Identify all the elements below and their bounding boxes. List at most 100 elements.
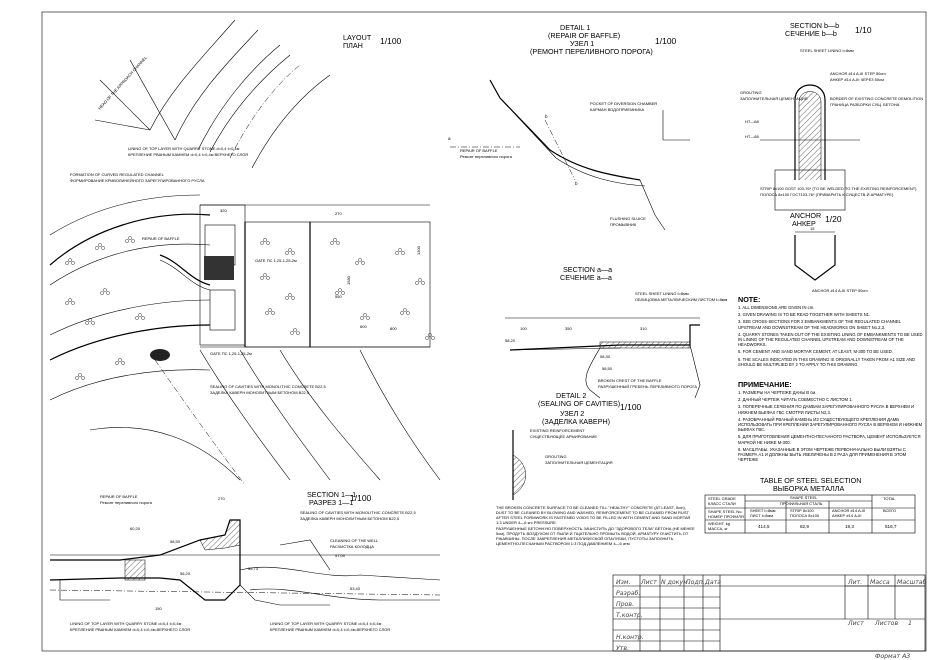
broken-text-en: THE BROKEN CONCRETE SURFACE TO BE CLEANE… <box>496 505 691 525</box>
detail1-scale: 1/100 <box>655 36 677 46</box>
dim-270: 270 <box>335 211 342 216</box>
d2-grouting-en: GROUTING <box>545 454 567 459</box>
note-ru-6: 6. МАСШТАБЫ, УКАЗАННЫЕ В ЭТОМ ЧЕРТЕЖЕ ПЕ… <box>738 446 907 463</box>
tb-prov: Пров. <box>616 601 634 608</box>
steel-title-ru: ВЫБОРКА МЕТАЛЛА <box>773 484 844 493</box>
sectaa-title-ru: СЕЧЕНИЕ a—a <box>560 273 612 282</box>
s11-lining2-ru: КРЕПЛЕНИЕ РВАНЫМ КАМНЕМ d=0,4 t=0,4м ВЕР… <box>270 627 390 632</box>
tb-h-doc: N докум. <box>661 579 690 586</box>
d2-existing-en: EXISTING REINFORCEMENT <box>530 428 585 433</box>
th-total-ru: ВСЕГО <box>883 508 896 513</box>
steel-table: TABLE OF STEEL SELECTION ВЫБОРКА МЕТАЛЛА… <box>704 476 916 534</box>
sect11-scale: 1/100 <box>350 493 372 503</box>
s11-lvl-5340: 53,40 <box>350 586 361 591</box>
bb-anchor-ru: АНКЕР #14 A-III ЧЕРЕЗ 50см <box>830 77 884 82</box>
formation-ru: ФОРМИРОВАНИЕ КРИВОЛИНЕЙНОГО ЗАРЕГУЛИРОВА… <box>70 178 205 183</box>
title-block: Изм. Разраб. Пров. Т.контр. Н.контр. Утв… <box>612 574 927 660</box>
s11-sealing-ru: ЗАДЕЛКА КАВЕРН МОНОЛИТНЫМ БЕТОНОМ В22,5 <box>300 516 400 521</box>
col-sheet-ru: ЛИСТ t=8мм <box>750 513 773 518</box>
s11-cleaning-ru: РАСЧИСТКА КОЛОДЦА <box>330 544 374 549</box>
s11-lvl-5700: 57,00 <box>335 553 346 558</box>
cut-b-bottom: b <box>575 181 578 186</box>
sealing-plan-en: SEALING OF CAVITIES WITH MONOLITHIC CONC… <box>210 384 326 389</box>
sect11-title-en: SECTION 1—1 <box>307 490 356 499</box>
section-11: SECTION 1—1 РАЗРЕЗ 1—1 1/100 REPAIR OF B… <box>49 490 441 632</box>
sectbb-title-en: SECTION b—b <box>790 21 839 30</box>
tb-format: Формат А3 <box>875 653 910 660</box>
aa-steel-ru: ОБЛИЦОВКА МЕТАЛЛИЧЕСКИМ ЛИСТОМ t=8мм <box>635 297 728 302</box>
val-total: 516,7 <box>885 524 897 529</box>
s11-lining2-en: LINING OF TOP LAYER WITH QUARRY STONE d=… <box>270 621 382 626</box>
aa-dim-350: 350 <box>565 326 572 331</box>
tb-tkontr: Т.контр. <box>616 612 643 619</box>
bb-strip-ru: ПОЛОСА 8x100 ГОСТ103-76* (ПРИВАРИТЬ К СУ… <box>760 192 894 197</box>
d2-grouting-ru: ЗАПОЛНИТЕЛЬНАЯ ЦЕМЕНТАЦИЯ <box>545 460 613 465</box>
note-en-4: 4. QUARRY STONES TAKEN OUT OF THE EXISTI… <box>738 331 923 348</box>
detail1-title-en: DETAIL 1 <box>560 23 590 32</box>
s11-cleaning-en: CLEANING OF THE WELL <box>330 538 379 543</box>
detail1-subtitle-ru: (РЕМОНТ ПЕРЕЛИВНОГО ПОРОГА) <box>530 47 653 56</box>
th-shape: SHAPE STEEL <box>790 495 818 500</box>
d2-existing-ru: СУЩЕСТВУЮЩЕЕ АРМИРОВАНИЕ <box>530 434 597 439</box>
tb-h-list: Лист <box>640 579 657 586</box>
notes-en-heading: NOTE: <box>738 295 760 304</box>
sectbb-title-ru: СЕЧЕНИЕ b—b <box>785 29 837 38</box>
note-ru-5: 5. ДЛЯ ПРИГОТОВЛЕНИЯ ЦЕМЕНТНО-ПЕСЧАНОГО … <box>738 434 921 445</box>
note-ru-4: 4. РАЗОБРАННЫЙ РВАНЫЙ КАМЕНЬ ИЗ СУЩЕСТВУ… <box>738 416 923 433</box>
s11-lining-en: LINING OF TOP LAYER WITH QUARRY STONE d=… <box>70 621 182 626</box>
aa-lvl-5850: 58,50 <box>602 366 613 371</box>
detail2-scale: 1/100 <box>620 402 642 412</box>
sectbb-scale: 1/10 <box>855 25 872 35</box>
lining-ru: КРЕПЛЕНИЕ РВАНЫМ КАМНЕМ d=0,4 t=0,4м ВЕР… <box>128 152 248 157</box>
val-sheet: 414,5 <box>758 524 770 529</box>
note-en-1: 1. ALL DIMENSIONS ARE GIVEN IN cm. <box>738 305 815 310</box>
detail2-subtitle-ru: (ЗАДЕЛКА КАВЕРН) <box>542 417 610 426</box>
bb-anchor: ANCHOR #14 A-III STEP 50cm <box>830 71 886 76</box>
s11-lvl-5850: 58,50 <box>170 539 181 544</box>
dim-320: 320 <box>220 208 227 213</box>
formation-en: FORMATION OF CURVED REGULATED CHANNEL <box>70 172 165 177</box>
bb-steel-en: STEEL SHEET LINING t=8мм <box>800 48 854 53</box>
s11-lvl-5573: 55,73 <box>248 566 259 571</box>
tb-izm: Изм. <box>616 579 631 586</box>
col-sheet: SHEET t=8мм <box>750 508 776 513</box>
s11-dim-270: 270 <box>218 496 225 501</box>
dim-1300: 1300 <box>416 245 421 255</box>
steel-title-en: TABLE OF STEEL SELECTION <box>760 476 861 485</box>
tb-h-podp: Подп. <box>686 579 705 586</box>
tb-lit: Лит. <box>847 579 862 586</box>
tb-massa: Масса <box>870 579 890 586</box>
tb-nkontr: Н.контр. <box>616 634 644 641</box>
notes-en: NOTE: <box>738 295 760 304</box>
s11-lining-ru: КРЕПЛЕНИЕ РВАНЫМ КАМНЕМ d=0,4 t=0,4м ВЕР… <box>70 627 190 632</box>
s11-repair-en: REPAIR OF BAFFLE <box>100 494 138 499</box>
val-strip: 82,9 <box>800 524 809 529</box>
th-no: SHAPE STEEL No. <box>708 509 743 514</box>
pocket-en: POCKET OF DIVERSION CHAMBER <box>590 101 657 106</box>
col-anchor-ru: АНКЕР #14 A-III <box>832 513 861 518</box>
notes-ru: ПРИМЕЧАНИЕ: <box>738 380 792 389</box>
s11-dim-150: 150 <box>155 606 162 611</box>
layout-title-en: LAYOUT <box>343 33 372 42</box>
tb-masshtab: Масштаб <box>897 578 927 586</box>
th-shape-ru: ПРОФИЛЬНАЯ СТАЛЬ <box>780 501 823 506</box>
d1-repair-ru: Ремонт переливного порога <box>460 154 513 159</box>
aa-steel-en: STEEL SHEET LINING t=8мм <box>635 291 689 296</box>
layout-plan: LAYOUT ПЛАН 1/100 <box>49 19 441 486</box>
aa-crest-en: BROKEN CREST OF THE BAFFLE <box>598 378 662 383</box>
note-en-5: 5. FOR CEMENT AND SAND MORTAR CEMENT, AT… <box>738 349 893 355</box>
flushing-en: FLUSHING SLUICE <box>610 216 646 221</box>
repair-baffle-plan: REPAIR OF BAFFLE <box>142 236 180 241</box>
note-en-3: 3. SEE CROSS-SECTIONS FOR 2 EMBANKMENTS … <box>738 319 901 330</box>
tb-listov: Листов <box>874 620 898 627</box>
broken-concrete-text: THE BROKEN CONCRETE SURFACE TO BE CLEANE… <box>496 505 695 546</box>
bb-border: BORDER OF EXISTING CONCRETE DEMOLITION <box>830 96 923 101</box>
anchor-spec: ANCHOR #14 A-III STEP 50cm <box>812 288 868 293</box>
anchor-detail: ANCHOR АНКЕР 1/20 15 ANCHOR #14 A-III ST… <box>790 211 868 293</box>
dim-550: 550 <box>335 294 342 299</box>
th-no-ru: НОМЕР ПРОФИЛЯ <box>708 514 744 519</box>
col-strip: STRIP 8x100 <box>790 508 814 513</box>
anchor-title-en: ANCHOR <box>790 211 821 220</box>
layout-scale: 1/100 <box>380 36 402 46</box>
